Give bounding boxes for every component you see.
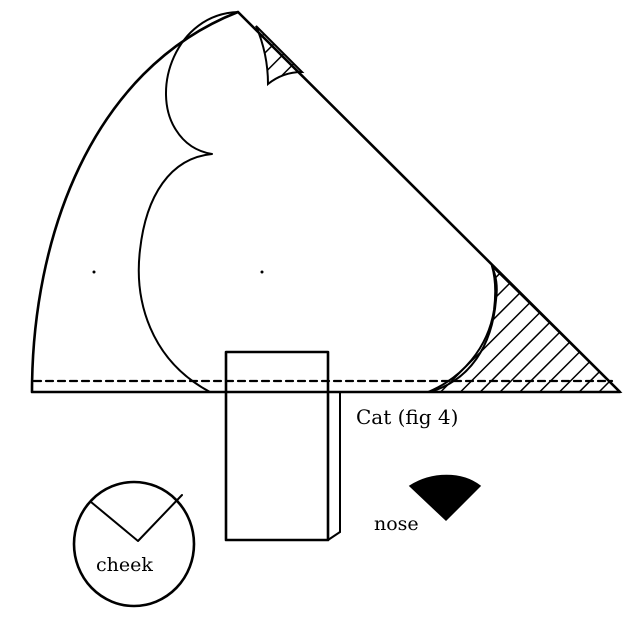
inner-face-outline (137, 11, 498, 393)
ear-hatch-bottom (427, 262, 623, 393)
head-outline (30, 10, 622, 394)
nose-piece (408, 474, 482, 522)
mark-dot (92, 270, 96, 274)
cheek-label: cheek (96, 554, 153, 576)
mark-dot (260, 270, 264, 274)
nose-label: nose (374, 513, 419, 535)
cheek-v-mark (90, 494, 183, 542)
ear-hatch-top (255, 25, 305, 87)
neck-piece (224, 350, 330, 542)
neck-piece-edge (327, 531, 341, 541)
cheek-piece (72, 480, 196, 608)
figure-caption: Cat (fig 4) (356, 405, 458, 429)
